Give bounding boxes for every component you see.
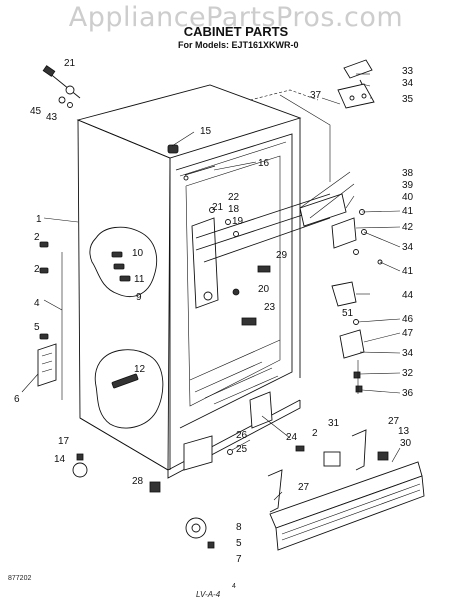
callout-16: 16 (258, 158, 270, 169)
parts-33-35-top-hinge (337, 59, 375, 109)
callout-8: 8 (236, 522, 242, 533)
part-16-hinge (183, 165, 216, 181)
part-20-plug (232, 288, 240, 296)
drawing-number: 877202 (8, 575, 32, 582)
part-2-screw-left (39, 241, 63, 400)
callout-3: 2 (34, 264, 40, 275)
callout-46: 46 (402, 314, 414, 325)
callout-11: 11 (134, 274, 145, 285)
parts-25-26-lower-hinge (183, 435, 233, 471)
callout-47: 47 (402, 328, 414, 339)
callout-44: 44 (402, 290, 414, 301)
callout-33: 33 (402, 66, 414, 77)
callout-4: 4 (34, 298, 40, 309)
callout-21-mid: 21 (212, 202, 224, 213)
callout-21-top: 21 (64, 58, 76, 69)
callout-30: 30 (400, 438, 412, 449)
parts-46-47-bracket (339, 319, 365, 394)
part-28-foot (149, 481, 161, 493)
part-44-cap (331, 281, 357, 307)
callout-13: 13 (398, 426, 410, 437)
leader-lines (21, 73, 401, 501)
callout-51: 51 (342, 308, 354, 319)
parts-27-13-bracket-right (351, 429, 389, 471)
callout-20: 20 (258, 284, 270, 295)
part-21-hinge-pin (42, 65, 81, 99)
callout-17: 17 (58, 436, 70, 447)
callout-27-lower: 27 (298, 482, 310, 493)
callout-2-left: 2 (34, 232, 40, 243)
callout-38: 38 (402, 168, 414, 179)
callout-5: 5 (34, 322, 40, 333)
callout-14: 14 (54, 454, 66, 465)
callout-7: 7 (236, 554, 242, 565)
part-23-clip (241, 317, 257, 326)
callout-34-bottom: 34 (402, 348, 414, 359)
callout-31: 31 (328, 418, 340, 429)
callout-12: 12 (134, 364, 146, 375)
callout-2-bottom: 2 (312, 428, 318, 439)
side-panel-cutouts (89, 226, 164, 429)
callout-43: 43 (46, 112, 58, 123)
callout-19: 19 (232, 216, 244, 227)
callout-37: 37 (310, 90, 322, 101)
part-29-clip (257, 265, 271, 273)
parts-38-42-center-hinge (299, 193, 383, 265)
part-30-toe-grille (269, 461, 425, 551)
page-number: 4 (232, 583, 236, 590)
callout-25: 25 (236, 444, 248, 455)
callout-34-mid: 34 (402, 242, 414, 253)
part-5-screw (39, 333, 49, 340)
callout-10: 10 (132, 248, 144, 259)
revision-mark: LV-A-4 (196, 590, 221, 599)
callout-24: 24 (286, 432, 298, 443)
callout-36: 36 (402, 388, 414, 399)
part-6-bracket (37, 343, 57, 387)
callout-35: 35 (402, 94, 414, 105)
part-24-bracket (249, 391, 273, 429)
callout-23: 23 (264, 302, 276, 313)
callout-28: 28 (132, 476, 144, 487)
callout-26: 26 (236, 430, 248, 441)
right-leader-lines (355, 210, 401, 394)
part-15-screw (167, 144, 179, 154)
part-27-bracket-lower (267, 469, 283, 513)
callout-15: 15 (200, 126, 212, 137)
part-31-block (323, 451, 341, 467)
callout-34-top: 34 (402, 78, 414, 89)
callout-27-right: 27 (388, 416, 400, 427)
callout-32: 32 (402, 368, 414, 379)
callout-45: 45 (30, 106, 42, 117)
part-10-11-9-clips (111, 251, 131, 282)
callout-29: 29 (276, 250, 288, 261)
callout-9: 9 (136, 292, 142, 303)
part-12-bracket (111, 373, 139, 389)
model-subtitle: For Models: EJT161XKWR-0 (178, 40, 299, 50)
part-14-17-leveler (72, 453, 88, 478)
callout-18: 18 (228, 204, 240, 215)
callout-42: 42 (402, 222, 414, 233)
callout-5-bottom: 5 (236, 538, 242, 549)
parts-18-22-upper-hinge (191, 193, 331, 309)
callout-39: 39 (402, 180, 414, 191)
callout-41-bottom: 41 (402, 266, 414, 277)
callout-numbers: 21 45 43 15 16 22 21 18 19 29 20 23 1 2 … (14, 58, 414, 565)
part-2-screw-bottom (295, 445, 305, 452)
callout-40: 40 (402, 192, 414, 203)
callout-6: 6 (14, 394, 20, 405)
callout-41-top: 41 (402, 206, 414, 217)
callout-22: 22 (228, 192, 240, 203)
callout-1: 1 (36, 214, 42, 225)
page-title: CABINET PARTS (183, 24, 289, 39)
part-45-43-washer (58, 96, 73, 108)
cabinet-body (76, 84, 331, 479)
parts-7-8-roller (185, 517, 215, 549)
